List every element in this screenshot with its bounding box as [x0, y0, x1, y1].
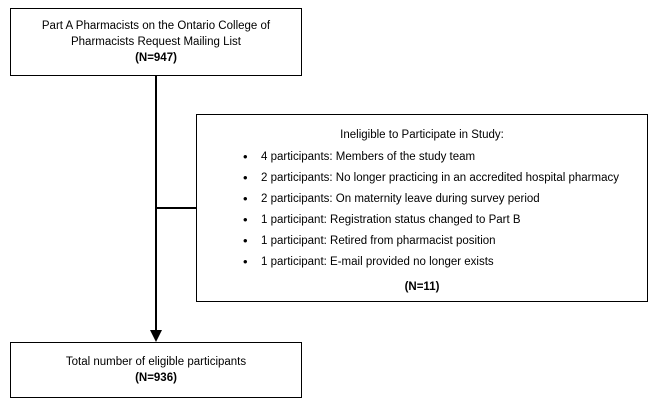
source-box-line-2: Pharmacists Request Mailing List — [70, 36, 241, 48]
bullet-icon: • — [243, 149, 248, 164]
exclusion-criteria-box: Ineligible to Participate in Study: • 4 … — [196, 114, 648, 302]
eligible-participants-box: Total number of eligible participants (N… — [10, 342, 302, 398]
list-item: • 1 participant: E-mail provided no long… — [207, 254, 637, 270]
eligible-box-count: (N=936) — [135, 372, 177, 384]
bullet-icon: • — [243, 170, 248, 185]
exclusion-box-count: (N=11) — [404, 281, 440, 293]
list-item-label: 2 participants: On maternity leave durin… — [261, 193, 540, 205]
exclusion-reasons-list: • 4 participants: Members of the study t… — [207, 149, 637, 275]
list-item: • 1 participant: Registration status cha… — [207, 212, 637, 228]
list-item-label: 4 participants: Members of the study tea… — [261, 151, 476, 163]
list-item: • 2 participants: On maternity leave dur… — [207, 191, 637, 207]
list-item-label: 1 participant: Retired from pharmacist p… — [261, 235, 496, 247]
eligible-box-line-1: Total number of eligible participants — [65, 356, 247, 368]
bullet-icon: • — [243, 212, 248, 227]
source-box-line-1: Part A Pharmacists on the Ontario Colleg… — [41, 20, 271, 32]
source-population-box: Part A Pharmacists on the Ontario Colleg… — [10, 8, 302, 76]
vertical-connector-line — [155, 76, 157, 332]
list-item-label: 1 participant: E-mail provided no longer… — [261, 256, 494, 268]
bullet-icon: • — [243, 254, 248, 269]
list-item: • 1 participant: Retired from pharmacist… — [207, 233, 637, 249]
arrow-head-icon — [149, 330, 162, 342]
exclusion-box-title: Ineligible to Participate in Study: — [340, 129, 504, 141]
list-item: • 2 participants: No longer practicing i… — [207, 170, 637, 186]
bullet-icon: • — [243, 233, 248, 248]
list-item-label: 2 participants: No longer practicing in … — [261, 172, 619, 184]
list-item-label: 1 participant: Registration status chang… — [261, 214, 521, 226]
horizontal-branch-line — [155, 207, 196, 209]
source-box-count: (N=947) — [135, 52, 177, 64]
list-item: • 4 participants: Members of the study t… — [207, 149, 637, 165]
bullet-icon: • — [243, 191, 248, 206]
